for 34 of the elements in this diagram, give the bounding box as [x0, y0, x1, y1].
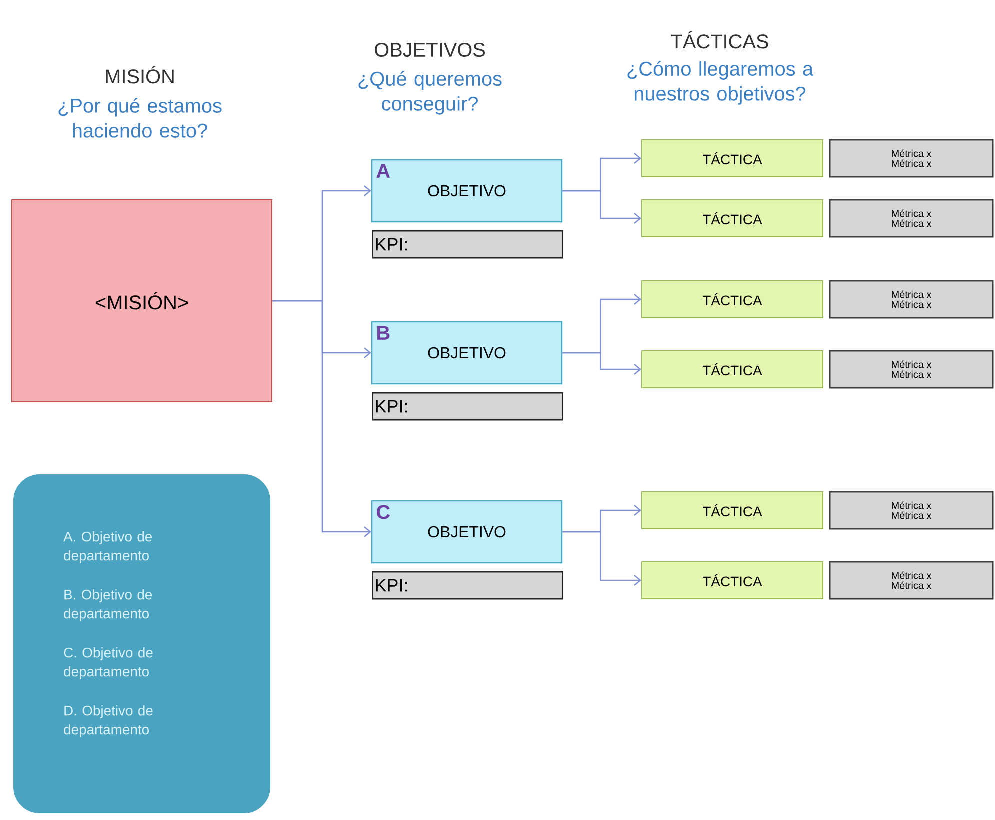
- column-heading: TÁCTICAS: [671, 31, 768, 49]
- list-panel: [10, 472, 274, 816]
- process-box: <MISIÓN>: [12, 200, 272, 402]
- question-text: ¿Cómo llegaremos a nuestros objetivos?: [628, 61, 814, 105]
- tactic-box: TÁCTICA: [642, 350, 824, 388]
- column-heading: MISIÓN: [106, 66, 174, 84]
- kpi-box: KPI:: [372, 571, 564, 600]
- list-item: C. Objetivo de departamento: [64, 648, 153, 680]
- tactic-box: TÁCTICA: [642, 200, 824, 238]
- arrow: [272, 300, 372, 538]
- metric-box: Métrica x Métrica x: [829, 280, 994, 319]
- question-text: ¿Por qué estamos haciendo esto?: [58, 98, 222, 138]
- tactic-box: TÁCTICA: [642, 140, 824, 178]
- kpi-box: KPI:: [372, 392, 564, 421]
- arrow: [562, 190, 642, 224]
- arrow: [562, 352, 642, 375]
- kpi-box: KPI:: [372, 230, 564, 259]
- tactic-box: TÁCTICA: [642, 280, 824, 318]
- tactic-box: TÁCTICA: [642, 492, 824, 530]
- letter-label: A: [376, 164, 390, 178]
- metric-box: Métrica x Métrica x: [829, 350, 994, 389]
- metric-box: Métrica x Métrica x: [829, 561, 994, 600]
- list-item: D. Objetivo de departamento: [64, 706, 153, 738]
- letter-label: B: [378, 326, 390, 340]
- metric-box: Métrica x Métrica x: [829, 139, 994, 178]
- arrow: [562, 531, 642, 586]
- list-item: B. Objetivo de departamento: [64, 590, 152, 622]
- letter-label: C: [377, 505, 390, 520]
- metric-box: Métrica x Métrica x: [829, 491, 994, 530]
- question-text: ¿Qué queremos conseguir?: [358, 71, 502, 115]
- list-item: A. Objetivo de departamento: [64, 532, 152, 564]
- tactic-box: TÁCTICA: [642, 562, 824, 600]
- metric-box: Métrica x Métrica x: [829, 199, 994, 238]
- column-heading: OBJETIVOS: [375, 42, 486, 58]
